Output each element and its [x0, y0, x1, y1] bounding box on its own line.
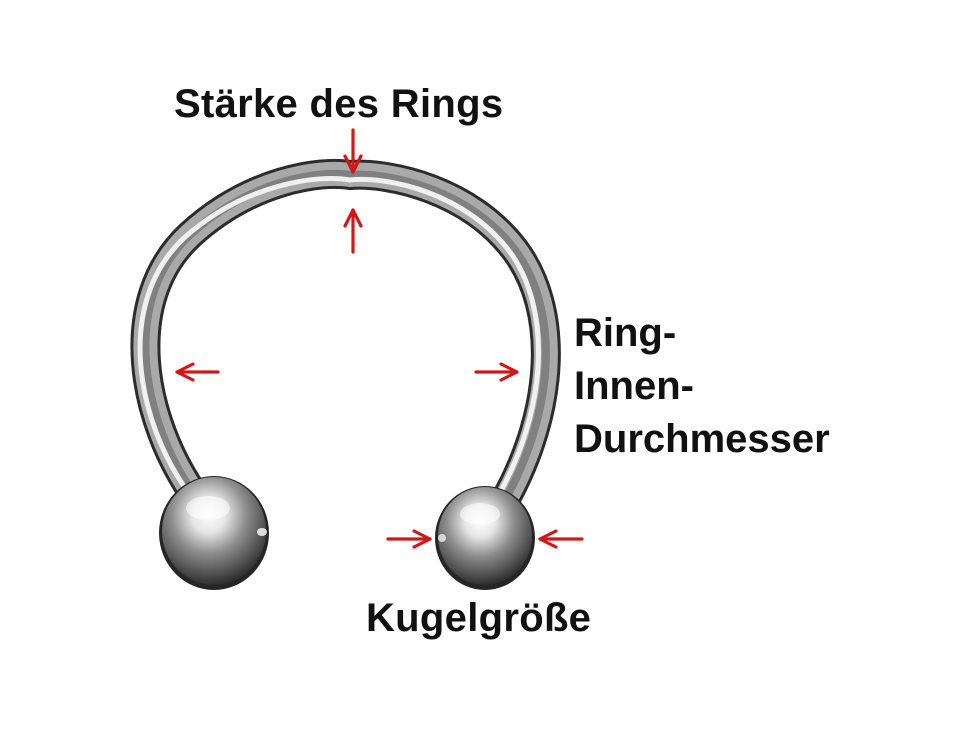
label-ring-thickness: Stärke des Rings	[174, 82, 504, 126]
ring-band-shade	[141, 169, 550, 504]
left-ball	[159, 476, 269, 590]
ring-band-highlight	[137, 175, 541, 499]
red-measurement-arrow-icon	[175, 128, 584, 549]
label-inner-diameter-line-1: Ring-	[574, 311, 677, 355]
label-inner-diameter-line-3: Durchmesser	[574, 417, 830, 461]
label-inner-diameter-line-2: Innen-	[574, 364, 694, 408]
right-ball	[435, 486, 535, 590]
label-ball-size: Kugelgröße	[366, 596, 592, 640]
label-inner-diameter: Ring- Innen- Durchmesser	[574, 307, 830, 466]
